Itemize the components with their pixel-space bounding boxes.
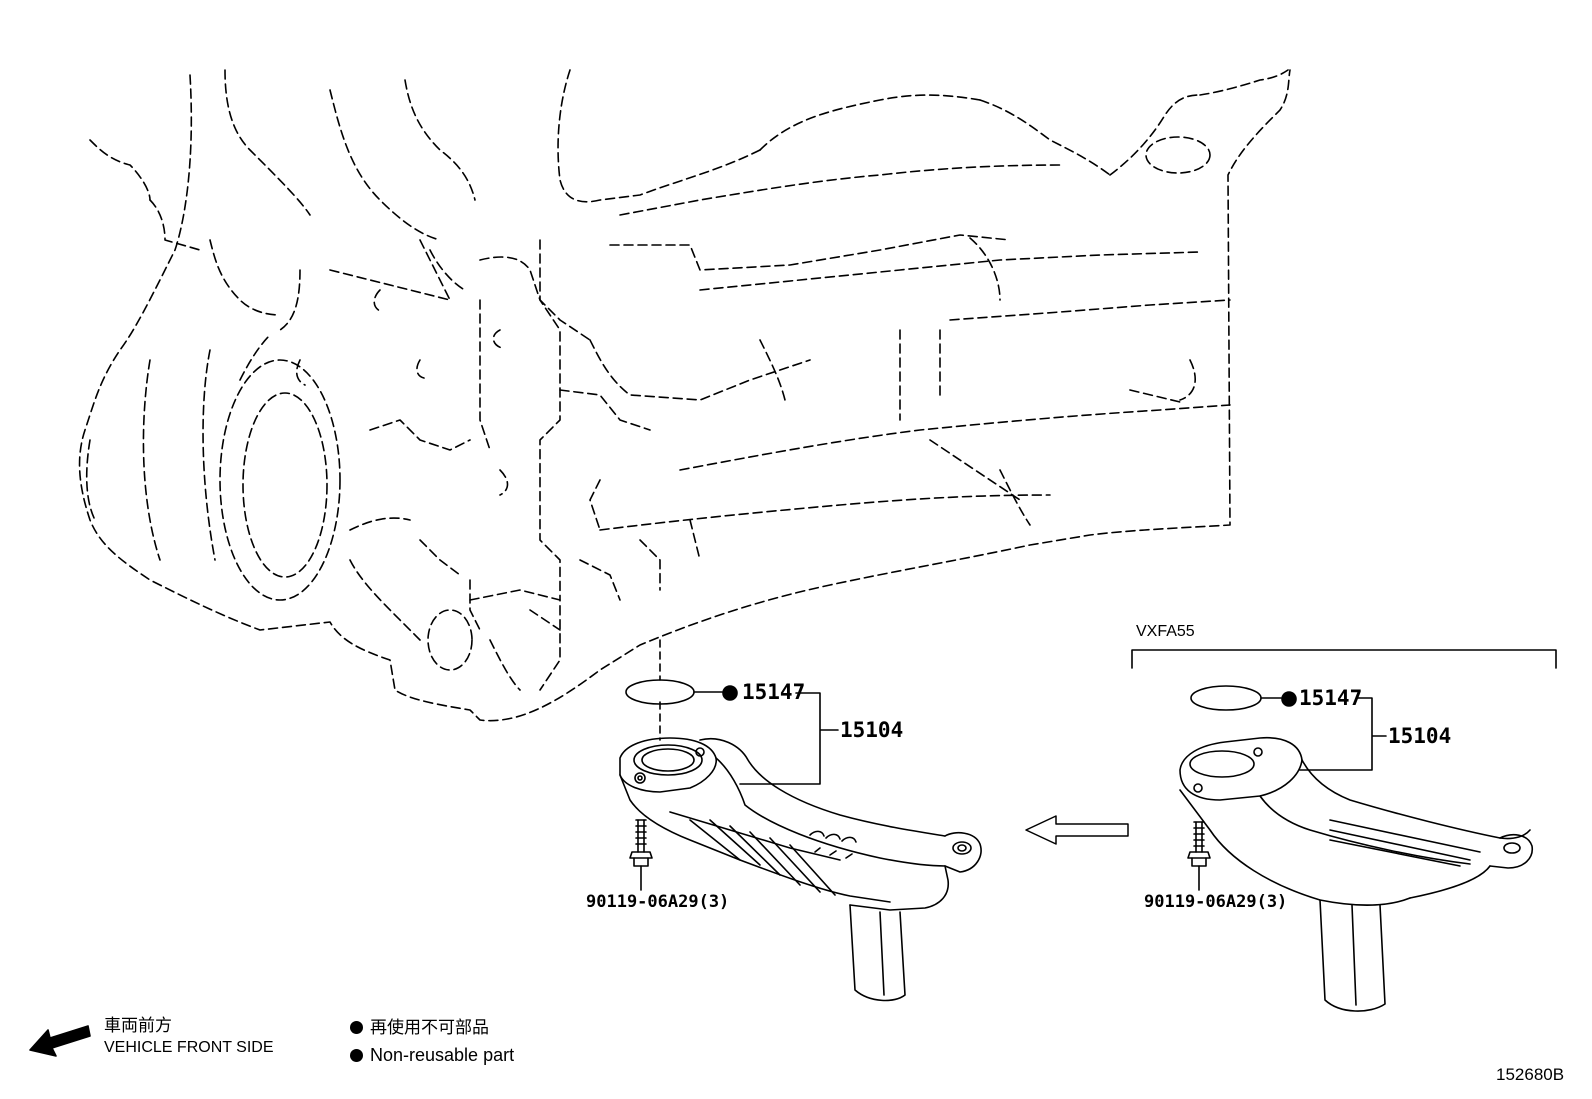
direction-arrow-icon <box>1025 815 1129 845</box>
bolt-right-part-number: 90119-06A29(3) <box>1144 892 1288 912</box>
bolt-icon <box>1187 821 1211 891</box>
gasket-left <box>625 679 695 705</box>
non-reusable-dot-icon <box>722 685 738 701</box>
non-reusable-dot-icon <box>350 1021 363 1034</box>
gasket-right-part-number: 15147 <box>1299 686 1363 710</box>
non-reusable-dot-icon <box>1281 691 1297 707</box>
gasket-left-part-number: 15147 <box>742 680 806 704</box>
gasket-right <box>1190 685 1262 711</box>
vehicle-front-label-jp: 車両前方 <box>104 1016 172 1036</box>
illustration-code: 152680B <box>1496 1065 1565 1084</box>
non-reusable-legend-en: Non-reusable part <box>350 1046 514 1064</box>
vehicle-front-arrow-icon <box>29 1025 91 1057</box>
variant-bracket <box>1131 649 1557 669</box>
strainer-right-leader <box>1299 697 1387 771</box>
bolt-icon <box>629 819 653 891</box>
strainer-left-leader <box>739 692 839 785</box>
strainer-left-part-number: 15104 <box>840 718 904 742</box>
strainer-right-part-number: 15104 <box>1388 724 1452 748</box>
transmission-outline <box>78 69 1291 722</box>
variant-label: VXFA55 <box>1136 623 1195 640</box>
oil-strainer-right <box>1179 736 1533 1012</box>
non-reusable-legend-jp: 再使用不可部品 <box>350 1020 489 1037</box>
non-reusable-label-en: Non-reusable part <box>370 1045 515 1065</box>
non-reusable-dot-icon <box>350 1049 363 1062</box>
bolt-left-part-number: 90119-06A29(3) <box>586 892 730 912</box>
non-reusable-label-jp: 再使用不可部品 <box>370 1018 489 1038</box>
vehicle-front-label-en: VEHICLE FRONT SIDE <box>104 1039 274 1056</box>
oil-strainer-left <box>619 737 982 1002</box>
